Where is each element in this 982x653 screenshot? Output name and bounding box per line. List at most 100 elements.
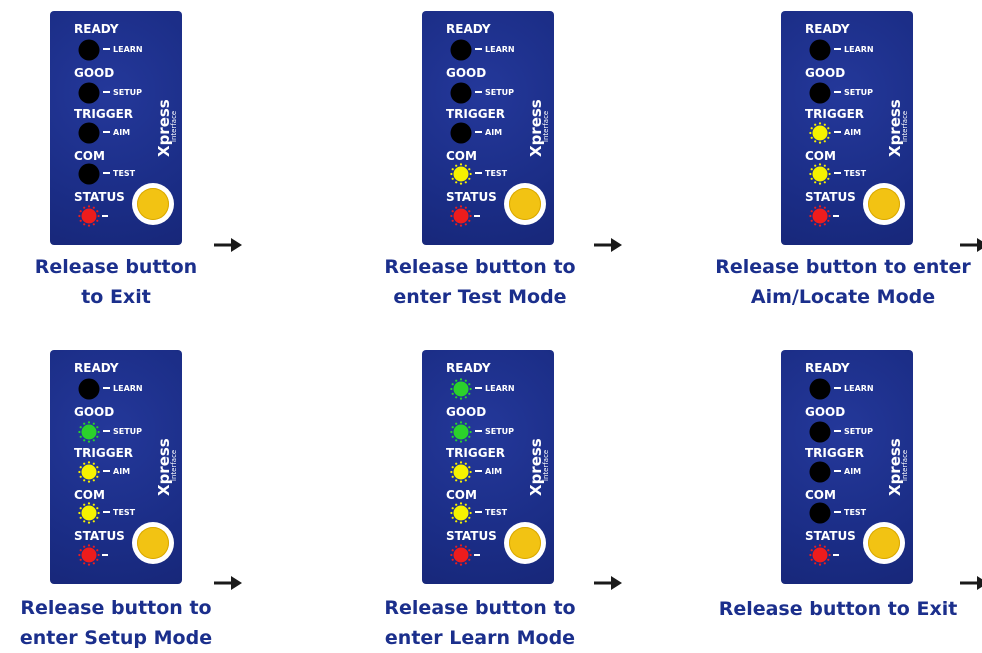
- setup-sublabel: SETUP: [834, 428, 873, 436]
- test-text: TEST: [113, 508, 136, 517]
- ready-led-off: [450, 39, 472, 61]
- scan-push-button[interactable]: [132, 183, 174, 225]
- test-sublabel: TEST: [103, 509, 135, 517]
- ready-led-off: [809, 378, 831, 400]
- com-label: COM: [805, 149, 836, 163]
- setup-sublabel: SETUP: [834, 89, 873, 97]
- status-dash-icon: [474, 215, 480, 217]
- trigger-led-yellow: [809, 122, 831, 144]
- scan-push-button[interactable]: [132, 522, 174, 564]
- scan-push-button[interactable]: [504, 522, 546, 564]
- setup-sublabel: SETUP: [475, 89, 514, 97]
- status-dash-icon: [833, 554, 839, 556]
- caption-line: enter Setup Mode: [19, 627, 213, 649]
- aim-sublabel: AIM: [834, 468, 861, 476]
- status-dash-icon: [474, 554, 480, 556]
- dash-icon: [475, 469, 482, 472]
- svg-text:interface: interface: [901, 111, 908, 142]
- setup-text: SETUP: [485, 88, 515, 97]
- aim-text: AIM: [485, 128, 503, 137]
- right-arrow-icon: [594, 238, 622, 252]
- aim-sublabel: AIM: [103, 468, 130, 476]
- dash-icon: [475, 171, 482, 174]
- status-label: STATUS: [74, 190, 125, 204]
- learn-sublabel: LEARN: [475, 385, 515, 393]
- dash-icon: [103, 47, 110, 50]
- aim-text: AIM: [113, 467, 131, 476]
- good-led-off: [809, 421, 831, 443]
- setup-sublabel: SETUP: [103, 428, 142, 436]
- trigger-label: TRIGGER: [74, 446, 134, 460]
- com-label: COM: [446, 488, 477, 502]
- test-text: TEST: [844, 508, 867, 517]
- dash-icon: [834, 510, 841, 513]
- learn-sublabel: LEARN: [834, 385, 874, 393]
- ready-label: READY: [74, 22, 119, 36]
- trigger-led-off: [450, 122, 472, 144]
- svg-text:interface: interface: [901, 450, 908, 481]
- test-sublabel: TEST: [475, 509, 507, 517]
- aim-sublabel: AIM: [834, 129, 861, 137]
- ready-label: READY: [805, 22, 850, 36]
- setup-text: SETUP: [844, 427, 874, 436]
- status-led-red: [78, 205, 100, 227]
- right-arrow-icon: [214, 238, 242, 252]
- setup-text: SETUP: [113, 88, 143, 97]
- dash-icon: [475, 130, 482, 133]
- dash-icon: [834, 469, 841, 472]
- learn-sublabel: LEARN: [834, 46, 874, 54]
- learn-text: LEARN: [485, 45, 515, 54]
- caption-line: Release button to Exit: [718, 598, 958, 620]
- ready-led-off: [78, 39, 100, 61]
- trigger-label: TRIGGER: [805, 446, 865, 460]
- com-led-off: [78, 163, 100, 185]
- status-dash-icon: [102, 215, 108, 217]
- status-led-red: [809, 544, 831, 566]
- svg-text:Xpress: Xpress: [527, 99, 545, 157]
- setup-text: SETUP: [485, 427, 515, 436]
- com-label: COM: [74, 149, 105, 163]
- aim-text: AIM: [844, 128, 862, 137]
- scan-push-button[interactable]: [863, 522, 905, 564]
- com-led-off: [809, 502, 831, 524]
- ready-led-off: [78, 378, 100, 400]
- test-sublabel: TEST: [834, 170, 866, 178]
- aim-text: AIM: [485, 467, 503, 476]
- step-caption: Release button to Exit: [705, 594, 971, 624]
- scan-push-button[interactable]: [863, 183, 905, 225]
- test-text: TEST: [485, 169, 508, 178]
- good-label: GOOD: [805, 66, 846, 80]
- caption-line: Release button: [34, 256, 198, 278]
- dash-icon: [834, 386, 841, 389]
- status-label: STATUS: [446, 529, 497, 543]
- com-led-yellow: [450, 163, 472, 185]
- test-sublabel: TEST: [834, 509, 866, 517]
- svg-text:interface: interface: [542, 111, 549, 142]
- trigger-label: TRIGGER: [446, 107, 506, 121]
- scan-push-button[interactable]: [504, 183, 546, 225]
- good-label: GOOD: [805, 405, 846, 419]
- status-dash-icon: [102, 554, 108, 556]
- svg-text:interface: interface: [542, 450, 549, 481]
- good-label: GOOD: [74, 66, 115, 80]
- aim-text: AIM: [844, 467, 862, 476]
- svg-text:Xpress: Xpress: [886, 99, 904, 157]
- com-led-yellow: [450, 502, 472, 524]
- setup-sublabel: SETUP: [103, 89, 142, 97]
- dash-icon: [475, 386, 482, 389]
- status-led-red: [78, 544, 100, 566]
- trigger-label: TRIGGER: [74, 107, 134, 121]
- ready-label: READY: [74, 361, 119, 375]
- learn-text: LEARN: [844, 45, 874, 54]
- aim-sublabel: AIM: [103, 129, 130, 137]
- status-label: STATUS: [805, 190, 856, 204]
